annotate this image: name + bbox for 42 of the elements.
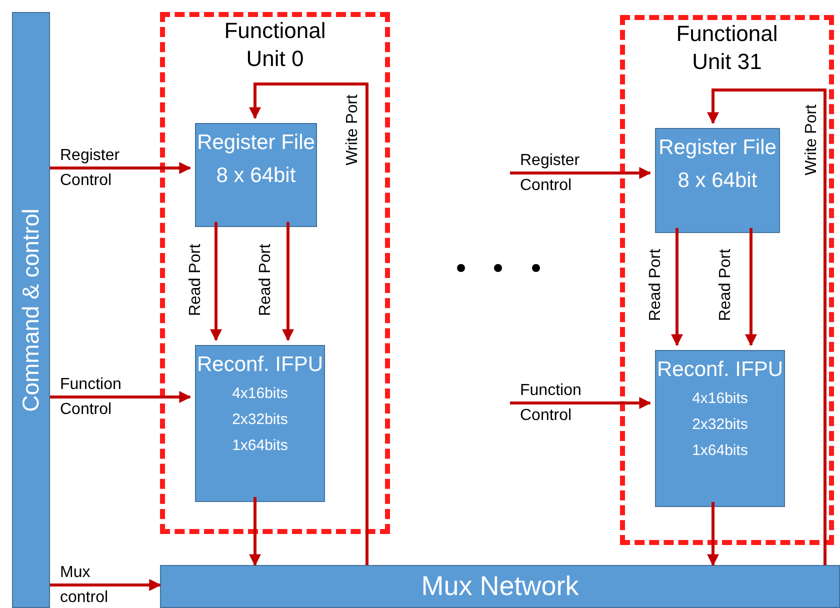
arrow <box>510 397 652 409</box>
arrow <box>210 222 222 342</box>
arrow <box>50 162 192 174</box>
block-spec: 4x16bits 2x32bits 1x64bits <box>231 384 289 456</box>
edge-label: Read Port <box>647 248 665 322</box>
arrow <box>510 167 652 179</box>
dashed-group <box>160 12 390 534</box>
block <box>655 350 785 507</box>
edge-label: Function Control <box>520 381 582 426</box>
block-title: Reconf. IFPU <box>656 357 784 383</box>
arrow <box>50 391 192 403</box>
block <box>195 345 325 502</box>
block <box>655 128 780 233</box>
edge-label: Write Port <box>344 94 362 166</box>
arrow <box>249 82 368 565</box>
edge-label: Function Control <box>60 375 122 420</box>
block <box>160 565 840 608</box>
bar-title: Mux Network <box>421 570 579 604</box>
block <box>195 123 317 227</box>
arrow <box>249 497 261 566</box>
arrow <box>707 502 719 566</box>
arrow <box>671 228 683 346</box>
unit-title: Functional Unit 0 <box>223 17 327 73</box>
block-spec: 4x16bits 2x32bits 1x64bits <box>691 389 749 461</box>
block-title: Register File 8 x 64bit <box>658 135 778 194</box>
block <box>12 12 50 608</box>
edge-label: Read Port <box>187 244 205 316</box>
edge-label: Mux control <box>60 563 110 608</box>
arrow <box>282 222 294 342</box>
unit-title: Functional Unit 31 <box>675 20 779 76</box>
arrow <box>745 228 757 346</box>
bar-title: Command & control <box>16 208 45 412</box>
edge-label: Register Control <box>520 151 581 196</box>
arrow <box>50 579 162 591</box>
block-title: Register File 8 x 64bit <box>196 130 316 189</box>
edge-label: Register Control <box>60 146 121 191</box>
edge-label: Write Port <box>803 104 821 176</box>
dashed-group <box>620 15 834 545</box>
arrow <box>707 88 826 565</box>
edge-label: Read Port <box>257 244 275 316</box>
edge-label: Read Port <box>717 248 735 322</box>
block-title: Reconf. IFPU <box>196 352 324 378</box>
